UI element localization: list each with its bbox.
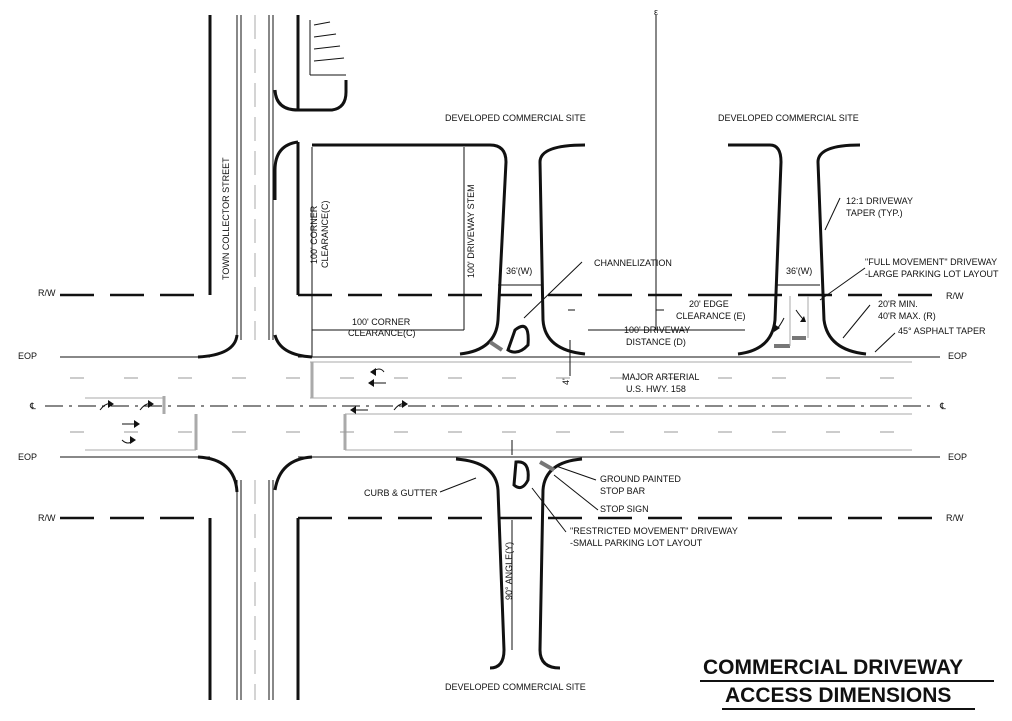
full-movement-callout-2: -LARGE PARKING LOT LAYOUT bbox=[865, 269, 999, 279]
corner-clearance-horizontal-1: 100' CORNER bbox=[352, 317, 411, 327]
curb-gutter-callout: CURB & GUTTER bbox=[364, 488, 438, 498]
site-label-top-left: DEVELOPED COMMERCIAL SITE bbox=[445, 113, 586, 123]
corner-clearance-horizontal-2: CLEARANCE(C) bbox=[348, 328, 416, 338]
major-arterial bbox=[45, 356, 940, 458]
driveway-distance-label-1: 100' DRIVEWAY bbox=[624, 325, 690, 335]
restricted-callout-2: -SMALL PARKING LOT LAYOUT bbox=[570, 538, 703, 548]
title-line-1: COMMERCIAL DRIVEWAY bbox=[703, 656, 963, 679]
top-right-lot bbox=[728, 143, 867, 356]
arterial-label-2: U.S. HWY. 158 bbox=[626, 384, 686, 394]
driveway-distance-label-2: DISTANCE (D) bbox=[626, 337, 686, 347]
turn-arrows bbox=[99, 368, 408, 444]
bottom-lot bbox=[296, 457, 583, 700]
taper-callout-2: TAPER (TYP.) bbox=[846, 208, 903, 218]
asphalt-taper-callout: 45° ASPHALT TAPER bbox=[898, 326, 986, 336]
taper-callout-1: 12:1 DRIVEWAY bbox=[846, 196, 913, 206]
width-left-label: 36'(W) bbox=[506, 266, 532, 276]
collector-street bbox=[197, 15, 348, 700]
corner-clearance-vertical-2: CLEARANCE(C) bbox=[320, 200, 330, 268]
stop-sign-callout: STOP SIGN bbox=[600, 504, 649, 514]
site-label-top-right: DEVELOPED COMMERCIAL SITE bbox=[718, 113, 859, 123]
dimension-lines bbox=[311, 147, 896, 650]
svg-text:ε: ε bbox=[654, 7, 658, 17]
stop-bar-callout-1: GROUND PAINTED bbox=[600, 474, 681, 484]
edge-clearance-label-1: 20' EDGE bbox=[689, 299, 729, 309]
channelization-callout: CHANNELIZATION bbox=[594, 258, 672, 268]
arterial-label-1: MAJOR ARTERIAL bbox=[622, 372, 699, 382]
eop-label-left-top: EOP bbox=[18, 351, 37, 361]
collector-street-label: TOWN COLLECTOR STREET bbox=[221, 157, 231, 280]
eop-label-left-bottom: EOP bbox=[18, 452, 37, 462]
right-of-way-lines bbox=[60, 293, 940, 520]
rw-label-left-bottom: R/W bbox=[38, 513, 56, 523]
edge-clearance-label-2: CLEARANCE (E) bbox=[676, 311, 746, 321]
rw-label-right-bottom: R/W bbox=[946, 513, 964, 523]
restricted-callout-1: "RESTRICTED MOVEMENT" DRIVEWAY bbox=[570, 526, 738, 536]
radius-callout-1: 20'R MIN. bbox=[878, 299, 918, 309]
eop-label-right-top: EOP bbox=[948, 351, 967, 361]
eop-label-right-bottom: EOP bbox=[948, 452, 967, 462]
top-left-lot bbox=[312, 143, 586, 356]
full-movement-callout-1: "FULL MOVEMENT" DRIVEWAY bbox=[865, 257, 997, 267]
corner-clearance-vertical-1: 100' CORNER bbox=[309, 205, 319, 264]
four-ft-label: 4' bbox=[561, 378, 571, 385]
title-block: COMMERCIAL DRIVEWAY ACCESS DIMENSIONS bbox=[700, 656, 994, 710]
centerline-label-left: ℄ bbox=[29, 401, 36, 411]
rw-label-right-top: R/W bbox=[946, 291, 964, 301]
stop-bar-callout-2: STOP BAR bbox=[600, 486, 646, 496]
title-line-2: ACCESS DIMENSIONS bbox=[725, 684, 951, 707]
angle-label: 90° ANGLE(Y) bbox=[504, 542, 514, 600]
rw-label-left-top: R/W bbox=[38, 288, 56, 298]
radius-callout-2: 40'R MAX. (R) bbox=[878, 311, 936, 321]
width-right-label: 36'(W) bbox=[786, 266, 812, 276]
site-label-bottom: DEVELOPED COMMERCIAL SITE bbox=[445, 682, 586, 692]
centerline-label-right: ℄ bbox=[939, 401, 946, 411]
driveway-stem-label: 100' DRIVEWAY STEM bbox=[466, 184, 476, 278]
